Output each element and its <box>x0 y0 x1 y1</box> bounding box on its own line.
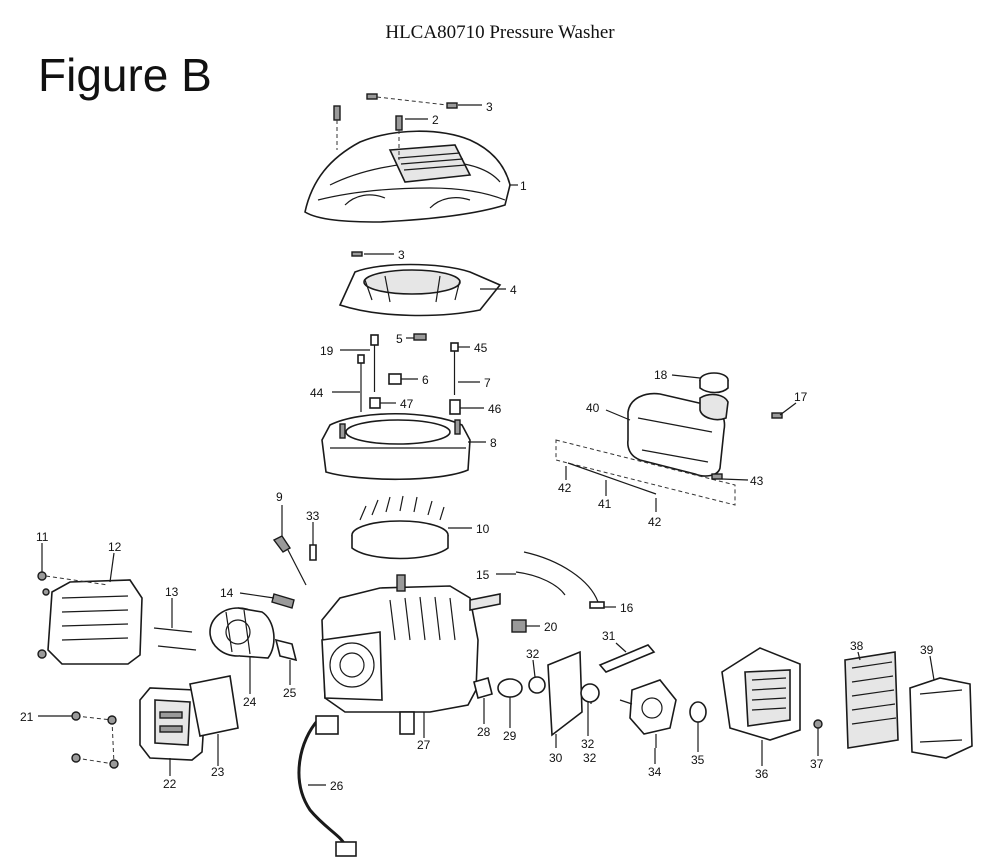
electric-starter-shape <box>209 607 275 659</box>
figure-title: Figure B <box>38 49 212 101</box>
callout-label: 47 <box>400 397 414 411</box>
callout-label: 35 <box>691 753 705 767</box>
heat-shield-30-shape <box>547 650 583 737</box>
callout-label: 12 <box>108 540 122 554</box>
callout-label: 43 <box>750 474 764 488</box>
fuel-line-box <box>555 439 736 506</box>
callout-label: 13 <box>165 585 179 599</box>
callout-label: 31 <box>602 629 616 643</box>
callout-label: 29 <box>503 729 517 743</box>
fuel-tank-shape <box>627 372 729 477</box>
callout-label: 10 <box>476 522 490 536</box>
air-filter-cover-shape <box>909 677 973 759</box>
recoil-starter-shape <box>338 251 502 317</box>
callout-label: 20 <box>544 620 558 634</box>
callout-label: 6 <box>422 373 429 387</box>
callout-label: 30 <box>549 751 563 765</box>
callout-label: 44 <box>310 386 324 400</box>
gasket-35-shape <box>689 701 707 723</box>
ignition-wire-shape <box>297 718 347 846</box>
callout-label: 33 <box>306 509 320 523</box>
nut-shape <box>446 102 458 109</box>
spark-plug-boot-shape <box>335 841 357 857</box>
callout-label: 34 <box>648 765 662 779</box>
ignition-coil-shape <box>315 715 339 735</box>
flywheel-shape <box>351 495 449 560</box>
callout-label: 14 <box>220 586 234 600</box>
stud-shape <box>157 645 197 651</box>
clamp-shape <box>711 473 723 480</box>
gasket-32b-shape <box>580 683 600 703</box>
callout-label: 2 <box>432 113 439 127</box>
callout-label: 3 <box>398 248 405 262</box>
callout-label: 18 <box>654 368 668 382</box>
callout-label: 21 <box>20 710 34 724</box>
bolt-shape <box>395 115 403 131</box>
lever-shape <box>598 644 656 673</box>
callout-label: 45 <box>474 341 488 355</box>
callout-label: 38 <box>850 639 864 653</box>
callout-label: 9 <box>276 490 283 504</box>
nut-shape <box>366 93 378 100</box>
starter-gasket-shape <box>274 638 298 662</box>
stud-shape <box>153 627 193 633</box>
callout-label: 17 <box>794 390 808 404</box>
callout-label: 32 <box>526 647 540 661</box>
callout-label: 19 <box>320 344 334 358</box>
muffler-shape <box>139 687 206 761</box>
callout-label: 41 <box>598 497 612 511</box>
air-filter-base-shape <box>721 647 801 741</box>
gasket-28-shape <box>473 677 493 699</box>
spark-plug-shape <box>271 593 295 609</box>
document-title: HLCA80710 Pressure Washer <box>385 22 615 43</box>
callout-label: 23 <box>211 765 225 779</box>
callout-label: 1 <box>520 179 527 193</box>
callout-label: 39 <box>920 643 934 657</box>
spacer-29-shape <box>497 678 523 698</box>
callout-label: 15 <box>476 568 490 582</box>
callout-label: 16 <box>620 601 634 615</box>
callout-label: 42 <box>558 481 572 495</box>
callout-label: 22 <box>163 777 177 791</box>
callout-label: 26 <box>330 779 344 793</box>
callout-label: 4 <box>510 283 517 297</box>
callout-label: 8 <box>490 436 497 450</box>
carburetor-shape <box>619 679 677 748</box>
small-block-shape <box>511 619 527 633</box>
callout-label: 24 <box>243 695 257 709</box>
bolt-shape <box>333 105 341 121</box>
callout-label: 36 <box>755 767 769 781</box>
callout-label: 25 <box>283 686 297 700</box>
breather-hose-shape <box>515 571 566 596</box>
callout-label: 11 <box>36 530 49 544</box>
callout-label: 28 <box>477 725 491 739</box>
engine-cover-shape <box>304 130 511 223</box>
engine-block-shape <box>321 574 501 735</box>
callout-label: 40 <box>586 401 600 415</box>
breather-tube-shape <box>523 551 599 603</box>
ignition-part-shape <box>272 535 291 553</box>
callout-label: 42 <box>648 515 662 529</box>
callout-label: 5 <box>396 332 403 346</box>
callout-label: 3 <box>486 100 493 114</box>
callout-label: 37 <box>810 757 824 771</box>
clip-shape <box>309 544 317 561</box>
callout-label: 7 <box>484 376 491 390</box>
air-filter-element-shape <box>844 651 899 749</box>
callout-labels: 1 2 3 3 4 5 45 19 6 7 44 47 46 8 18 17 4… <box>20 100 935 793</box>
fuel-line-shape <box>567 462 657 495</box>
screw-shape <box>771 412 783 419</box>
callout-label: 27 <box>417 738 431 752</box>
muffler-guard-shape <box>37 571 143 665</box>
nut-37-shape <box>813 719 823 729</box>
callout-label: 32 <box>583 751 597 765</box>
gasket-32-shape <box>528 676 546 694</box>
callout-label: 46 <box>488 402 502 416</box>
callout-label: 32 <box>581 737 595 751</box>
blower-housing-shape <box>321 412 471 481</box>
exhaust-gasket-shape <box>189 675 239 737</box>
